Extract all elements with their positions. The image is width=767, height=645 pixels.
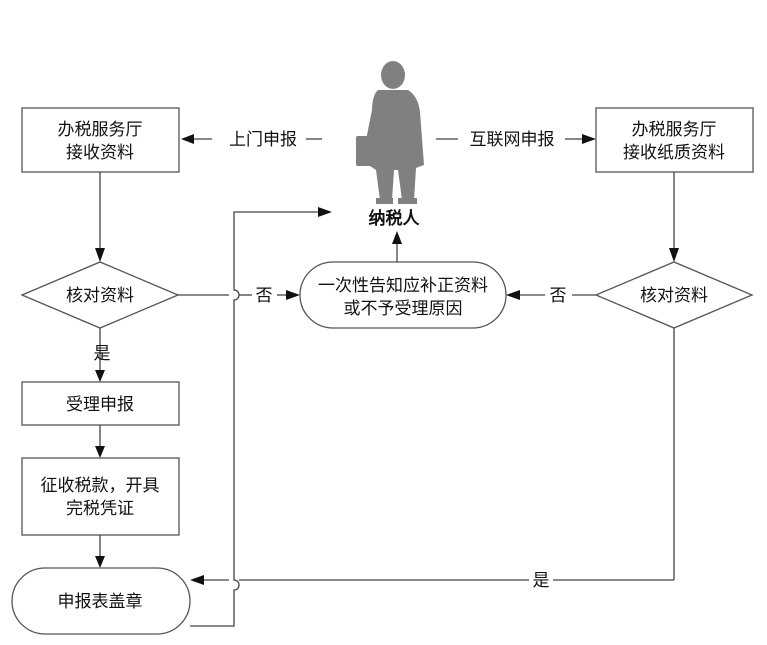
left-hall-line2: 接收资料 <box>66 143 134 163</box>
accept-label: 受理申报 <box>66 395 134 415</box>
right-yes-label: 是 <box>533 571 550 591</box>
left-hall-line1: 办税服务厅 <box>58 120 143 140</box>
right-no-label: 否 <box>550 286 567 306</box>
left-arrowhead-2 <box>95 370 105 382</box>
return-arrowhead <box>318 207 332 217</box>
notice-line2: 或不予受理原因 <box>344 299 463 319</box>
left-yes-label: 是 <box>94 344 111 364</box>
right-check-diamond <box>594 261 754 329</box>
collect-line2: 完税凭证 <box>66 499 134 519</box>
businessman-with-briefcase-icon <box>356 61 424 204</box>
left-arrowhead-4 <box>95 556 105 568</box>
left-hall-box <box>21 107 180 173</box>
online-arrowhead <box>582 134 596 144</box>
left-arrowhead-3 <box>95 446 105 458</box>
accept-box <box>21 381 180 426</box>
right-hall-line1: 办税服务厅 <box>632 120 717 140</box>
stamp-box <box>11 567 191 635</box>
notice-line1: 一次性告知应补正资料 <box>318 276 488 296</box>
upstream-arrowhead <box>181 134 194 144</box>
notice-up-arrowhead <box>392 231 402 244</box>
collect-box <box>21 457 180 536</box>
online-label: 互联网申报 <box>470 130 555 150</box>
right-no-arrowhead <box>506 290 520 300</box>
right-arrowhead-1 <box>669 248 679 262</box>
taxpayer-label: 纳税人 <box>369 208 421 229</box>
left-check-label: 核对资料 <box>66 286 134 306</box>
upstream-label: 上门申报 <box>229 130 297 150</box>
stamp-label: 申报表盖章 <box>58 592 143 612</box>
right-hall-line2: 接收纸质资料 <box>623 143 725 163</box>
left-arrowhead-1 <box>95 248 105 262</box>
right-check-label: 核对资料 <box>640 286 708 306</box>
return-to-taxpayer-line <box>190 211 318 627</box>
collect-line1: 征收税款，开具 <box>41 476 160 496</box>
right-yes-arrowhead <box>190 575 204 585</box>
left-no-label: 否 <box>256 286 273 306</box>
left-no-arrowhead <box>286 290 300 300</box>
